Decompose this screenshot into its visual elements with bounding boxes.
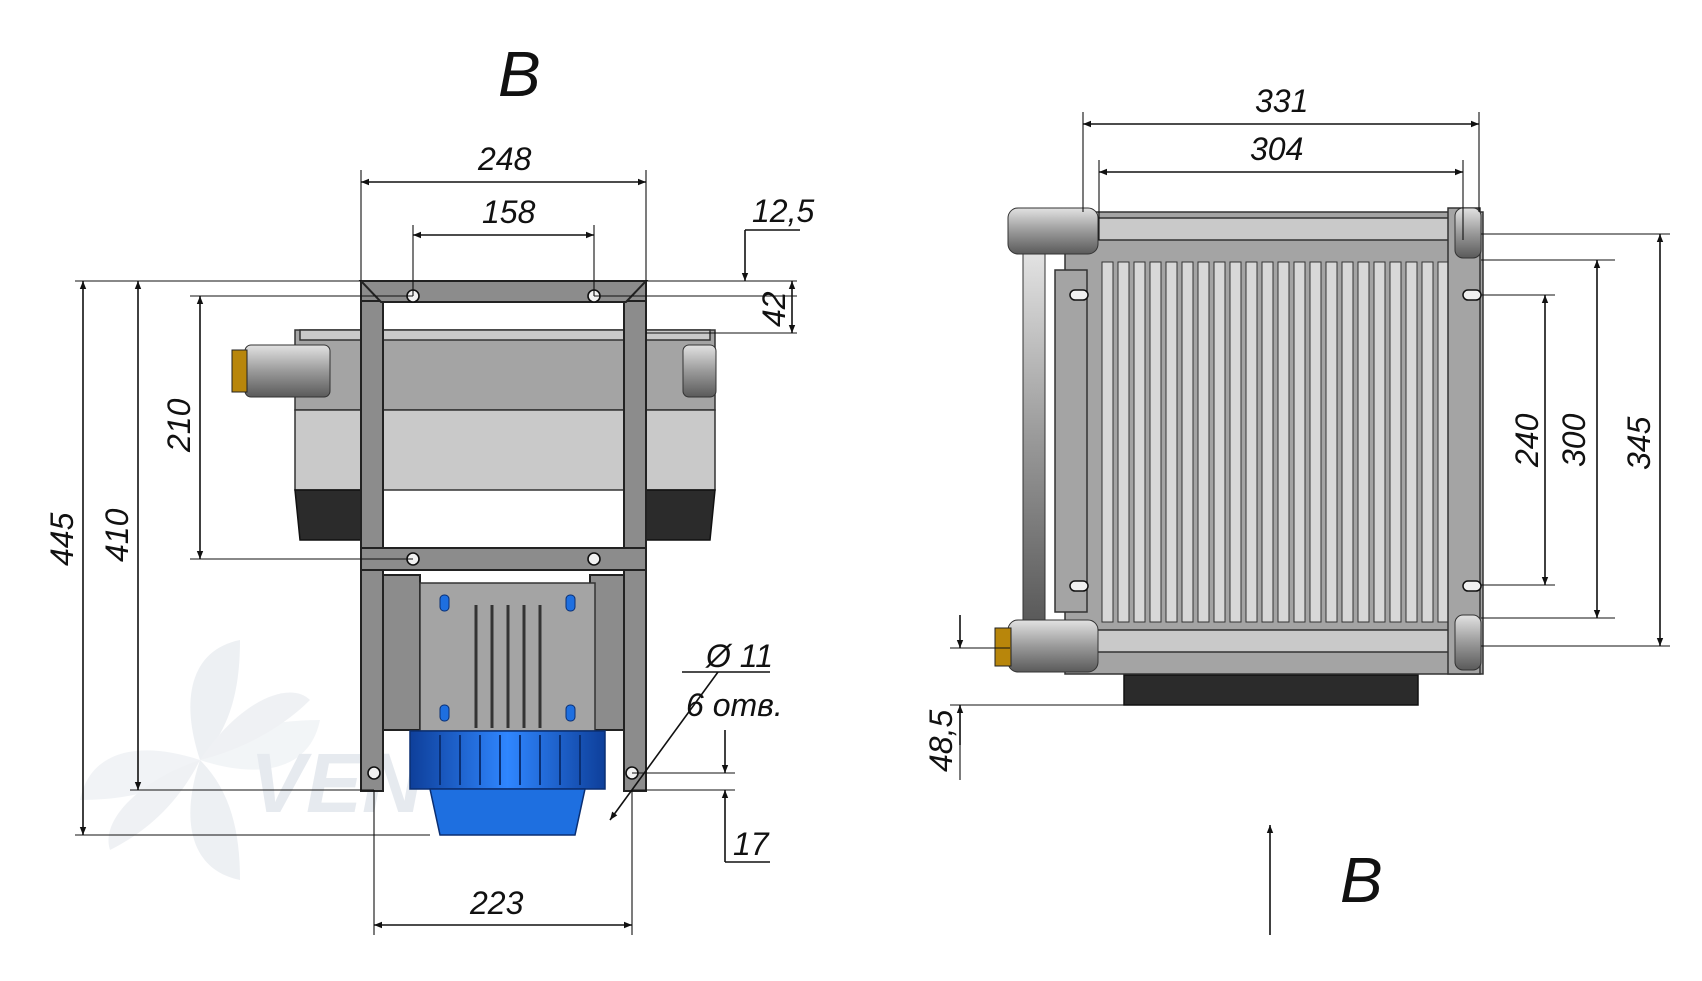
- front-dimensions: 248 158 12,5 42 210 445 410: [44, 141, 814, 935]
- radiator-fin: [1133, 261, 1146, 623]
- dim-345: 345: [1621, 416, 1657, 470]
- dim-42: 42: [756, 291, 792, 327]
- housing-lower: [294, 409, 716, 491]
- radiator-fin: [1117, 261, 1130, 623]
- upper-header-pipe: [1007, 207, 1099, 255]
- radiator-fin: [1405, 261, 1418, 623]
- upper-right-cap: [1454, 207, 1482, 259]
- dim-17: 17: [733, 826, 770, 862]
- radiator-fin: [1165, 261, 1178, 623]
- radiator-fin: [1197, 261, 1210, 623]
- radiator-fin: [1309, 261, 1322, 623]
- dim-12-5: 12,5: [752, 193, 814, 229]
- motor-cooling-fins: [474, 605, 542, 728]
- radiator-fin: [1245, 261, 1258, 623]
- side-plate-left: [1054, 269, 1088, 613]
- radiator-fin: [1101, 261, 1114, 623]
- housing-top: [299, 329, 711, 341]
- radiator-fin: [1357, 261, 1370, 623]
- inlet-nut-left: [231, 349, 248, 393]
- dim-304: 304: [1250, 131, 1303, 167]
- radiator-fin: [1325, 261, 1338, 623]
- dim-48-5: 48,5: [923, 710, 959, 772]
- front-view-label: B: [498, 38, 541, 110]
- front-view: B: [44, 38, 814, 935]
- dim-445: 445: [44, 512, 80, 566]
- motor-endcap: [429, 788, 586, 836]
- hole-diameter: Ø 11: [705, 638, 773, 674]
- lower-nut: [994, 627, 1012, 667]
- radiator-fin: [1229, 261, 1242, 623]
- side-plate-right: [1447, 207, 1481, 675]
- motor-ribs: [439, 735, 581, 785]
- mounting-frame: [358, 280, 649, 792]
- radiator-fin: [1421, 261, 1434, 623]
- radiator-fins: [1101, 261, 1450, 623]
- radiator-fin: [1293, 261, 1306, 623]
- side-slots: [1069, 289, 1482, 592]
- radiator-fin: [1341, 261, 1354, 623]
- radiator-fin: [1277, 261, 1290, 623]
- radiator-top-bar: [1069, 217, 1451, 241]
- radiator-bottom-bar: [1069, 629, 1451, 653]
- dim-410: 410: [99, 508, 135, 562]
- side-dimensions: 331 304 240 300 345 48,5 B: [923, 83, 1670, 935]
- side-view: 331 304 240 300 345 48,5 B: [923, 83, 1670, 935]
- outlet-pipe-right: [682, 344, 717, 398]
- view-direction-label: B: [1340, 844, 1383, 916]
- dim-223: 223: [469, 885, 524, 921]
- housing-base-right: [639, 489, 716, 541]
- dim-300: 300: [1556, 413, 1592, 467]
- hole-count: 6 отв.: [686, 687, 783, 723]
- radiator-fin: [1389, 261, 1402, 623]
- dim-331: 331: [1255, 83, 1308, 119]
- motor-bracket-left: [382, 574, 421, 731]
- dim-210: 210: [161, 398, 197, 453]
- vertical-riser-pipe: [1022, 253, 1046, 621]
- lower-header-pipe: [1007, 619, 1099, 673]
- side-base: [1123, 674, 1419, 706]
- fan-housing: [294, 329, 716, 411]
- lower-right-cap: [1454, 614, 1482, 671]
- inlet-pipe-left: [244, 344, 331, 398]
- dim-158: 158: [482, 194, 536, 230]
- motor-slots: [439, 594, 576, 722]
- radiator-fin: [1149, 261, 1162, 623]
- radiator-fin: [1213, 261, 1226, 623]
- radiator-fin: [1181, 261, 1194, 623]
- dim-240: 240: [1509, 413, 1545, 468]
- radiator-fin: [1373, 261, 1386, 623]
- dim-248: 248: [477, 141, 532, 177]
- radiator-fin: [1261, 261, 1274, 623]
